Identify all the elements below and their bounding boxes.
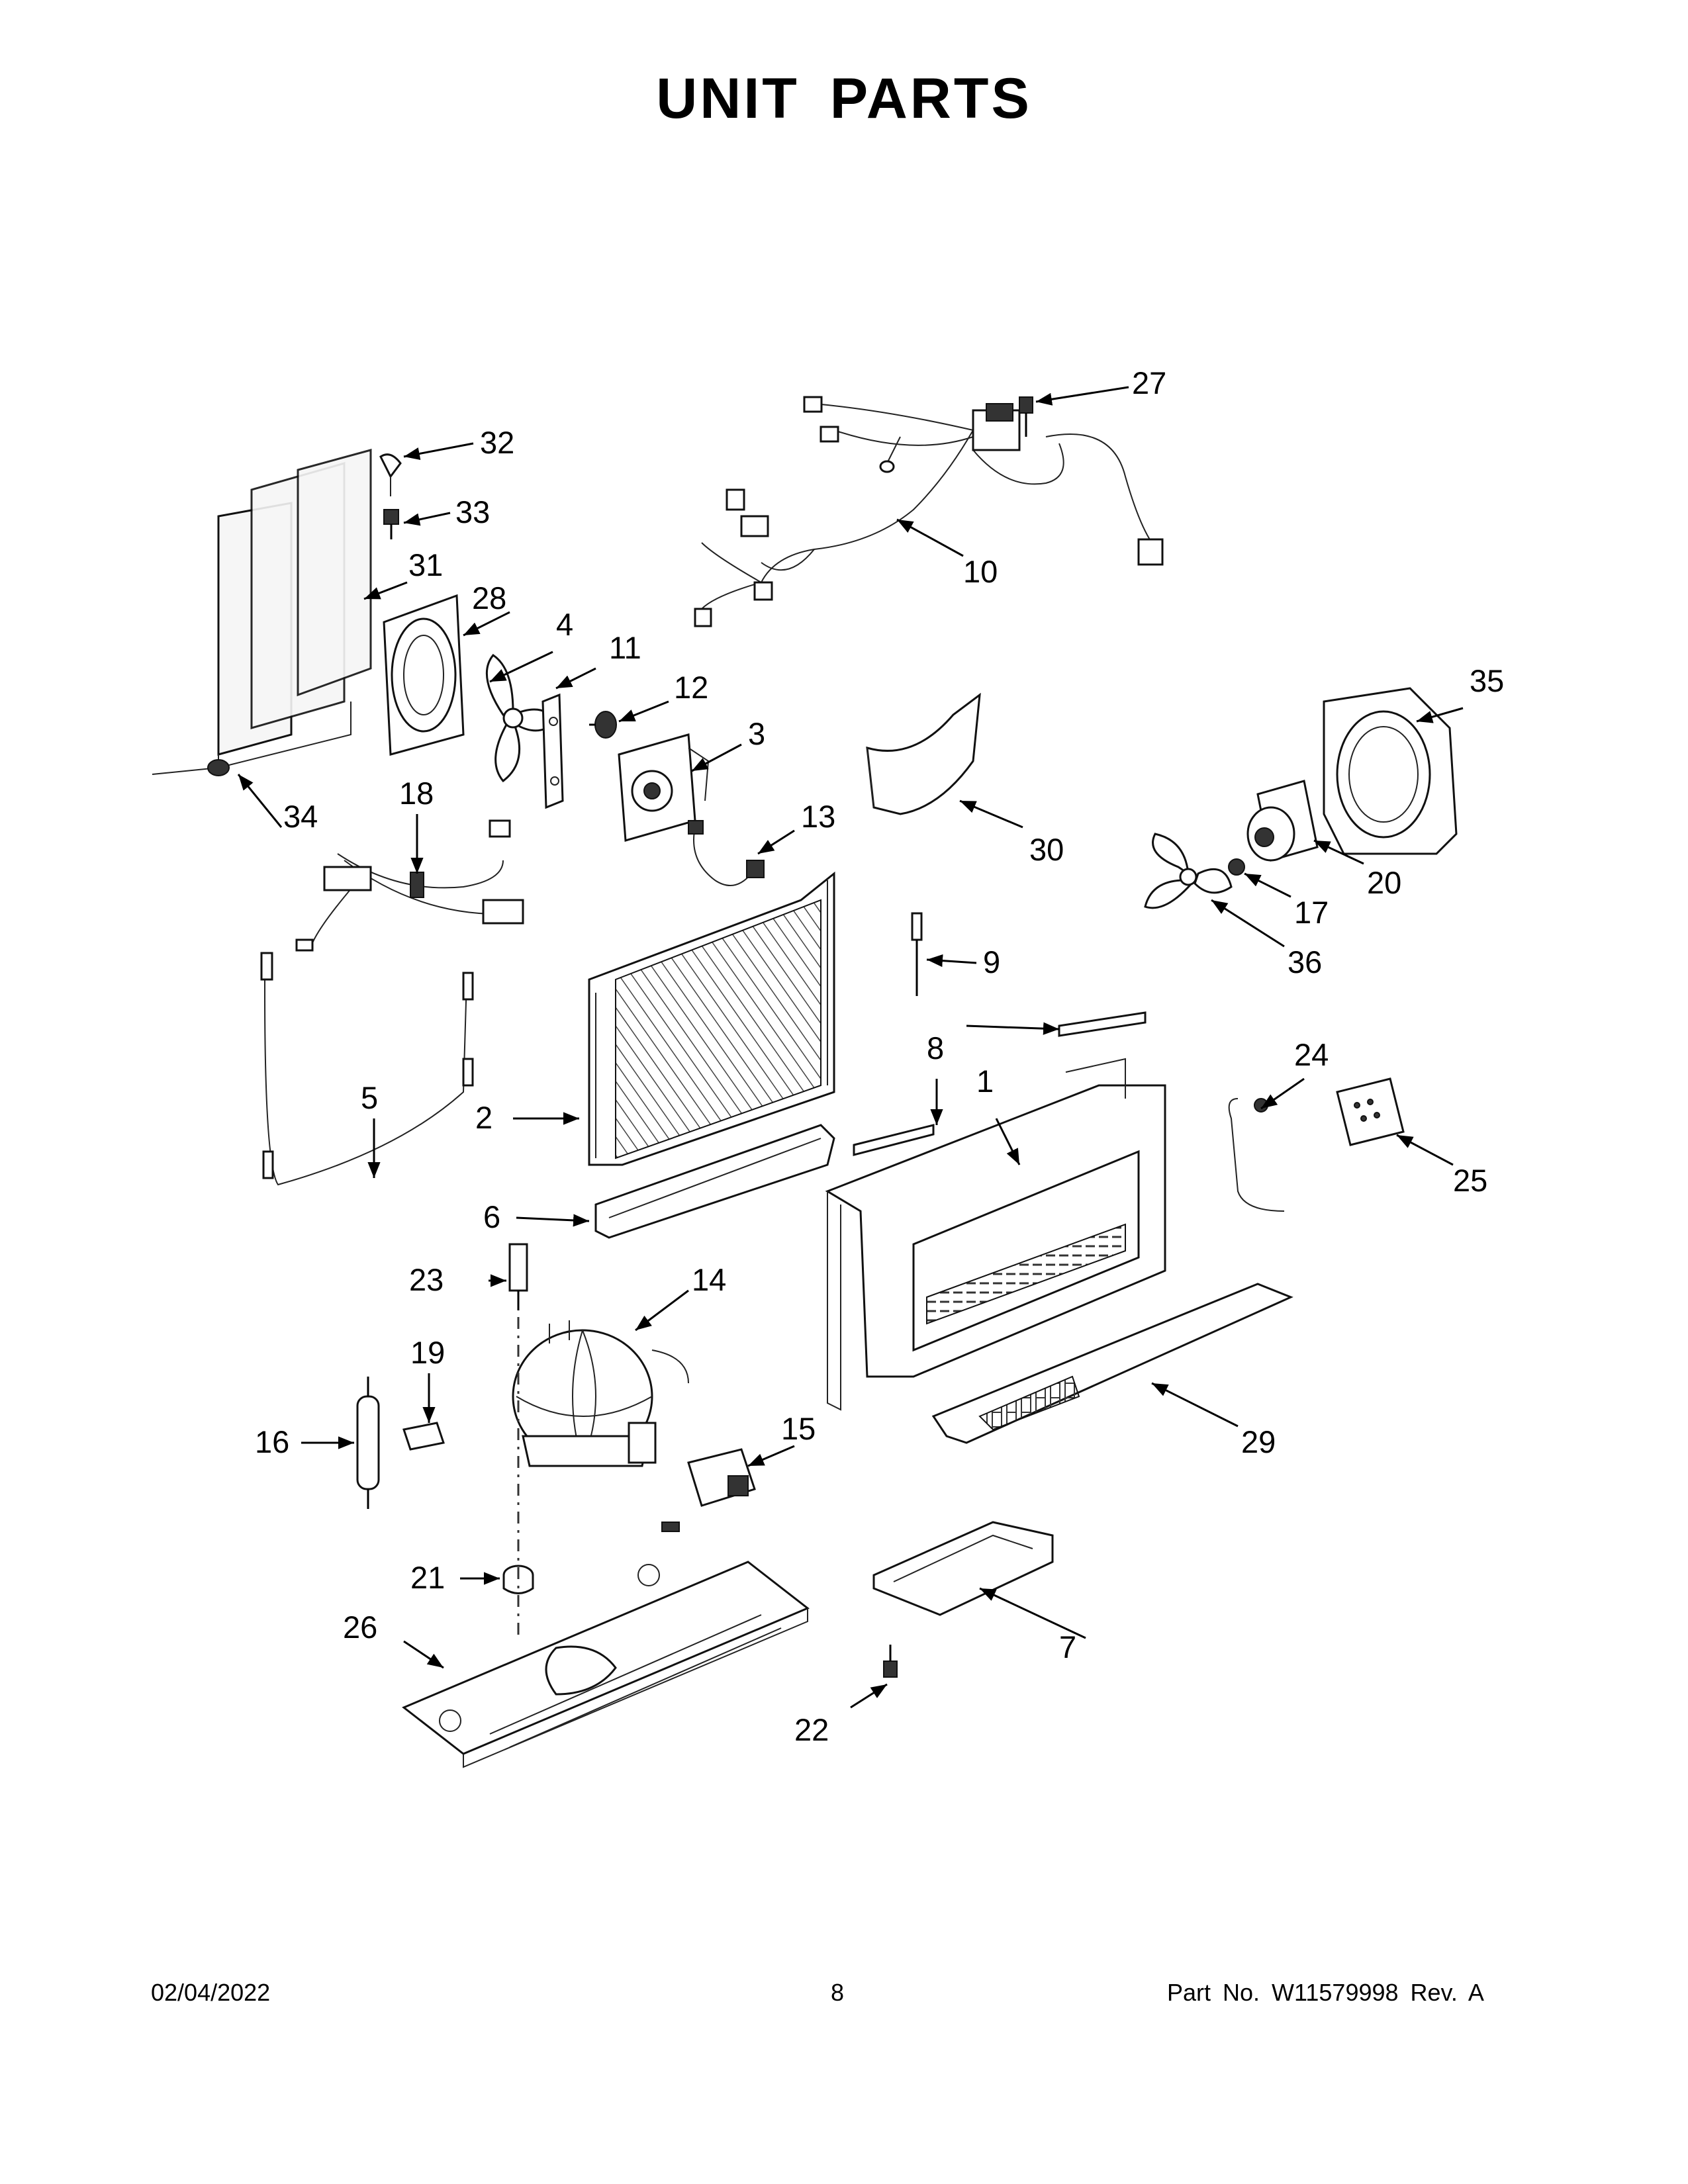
wire-harness-18-part: [295, 819, 524, 952]
filter-drier-part: [356, 1377, 380, 1509]
callout-11: 11: [609, 630, 641, 665]
callout-36: 36: [1288, 944, 1322, 979]
callout-33: 33: [455, 494, 490, 529]
seal-strip-part: [853, 1011, 1147, 1156]
valve-part: [508, 1243, 528, 1310]
callout-13: 13: [801, 799, 835, 834]
callout-22: 22: [794, 1712, 829, 1747]
duct-cover-part: [866, 692, 981, 815]
callout-26: 26: [343, 1610, 377, 1645]
callout-9: 9: [983, 944, 1000, 979]
callout-19: 19: [410, 1335, 445, 1370]
control-board-part: [1336, 1077, 1405, 1146]
callout-6: 6: [483, 1199, 500, 1234]
start-relay-part: [687, 1448, 756, 1507]
compressor-part: [512, 1320, 689, 1467]
callout-8: 8: [927, 1030, 944, 1066]
callout-23: 23: [409, 1262, 444, 1297]
callout-12: 12: [674, 670, 708, 705]
evaporator-fan-housing-part: [1323, 687, 1458, 855]
callout-leaders: [237, 386, 1464, 1709]
screw-27-part: [1019, 396, 1033, 437]
footer-page-number: 8: [831, 1979, 845, 2006]
callout-27: 27: [1132, 365, 1166, 400]
callout-24: 24: [1294, 1037, 1329, 1072]
drain-trough-part: [594, 1124, 835, 1239]
callout-18: 18: [399, 776, 434, 811]
drain-pan-part: [872, 1521, 1054, 1616]
callout-28: 28: [472, 580, 506, 615]
fan-bracket-part: [541, 693, 564, 809]
callout-20: 20: [1367, 865, 1401, 900]
heater-wire-part: [1228, 1098, 1285, 1212]
callout-2: 2: [475, 1100, 492, 1135]
evaporator-part: [588, 871, 835, 1166]
compressor-base-plate-part: [402, 1522, 810, 1768]
dryer-clip-part: [402, 1422, 445, 1451]
callout-7: 7: [1059, 1629, 1076, 1664]
thermistor-part: [911, 912, 923, 996]
screw-part: [589, 711, 617, 739]
motor-harness-part: [688, 820, 765, 886]
callout-32: 32: [480, 425, 514, 460]
callout-17: 17: [1294, 895, 1329, 930]
fan-nut-part: [1228, 858, 1245, 876]
callout-3: 3: [748, 716, 765, 751]
callout-35: 35: [1470, 663, 1504, 698]
clip-part: [379, 453, 402, 496]
callout-14: 14: [692, 1262, 726, 1297]
callout-10: 10: [963, 554, 998, 589]
callout-1: 1: [976, 1064, 994, 1099]
fan-shroud-part: [383, 594, 465, 756]
footer-part-number: Part No. W11579998 Rev. A: [1167, 1979, 1484, 2006]
callout-25: 25: [1453, 1163, 1487, 1198]
callout-16: 16: [255, 1424, 289, 1459]
callout-21: 21: [410, 1560, 445, 1595]
condenser-tray-part: [931, 1283, 1293, 1444]
footer-date: 02/04/2022: [151, 1979, 271, 2006]
defrost-heater-part: [260, 952, 474, 1186]
screw-33-part: [383, 509, 399, 539]
page-title: UNIT PARTS: [656, 67, 1032, 130]
callout-15: 15: [781, 1411, 816, 1446]
callout-29: 29: [1241, 1424, 1276, 1459]
evaporator-fan-blade-part: [1144, 833, 1233, 909]
condenser-coil-part: [152, 449, 372, 775]
main-wire-harness-part: [694, 396, 1164, 627]
callout-4: 4: [556, 607, 573, 642]
callout-5: 5: [361, 1080, 378, 1115]
condenser-fan-motor-part: [618, 733, 710, 842]
callout-31: 31: [408, 547, 443, 582]
callout-30: 30: [1029, 832, 1064, 867]
evaporator-cover-part: [825, 1058, 1166, 1411]
grommet-part: [207, 759, 230, 776]
screw-22-part: [883, 1645, 898, 1678]
callout-34: 34: [283, 799, 318, 834]
callout-labels: 1 2 3 4 5 6 7 8 9 10 11 12 13 14 15 16 1…: [255, 365, 1504, 1747]
evaporator-fan-motor-part: [1246, 780, 1319, 862]
